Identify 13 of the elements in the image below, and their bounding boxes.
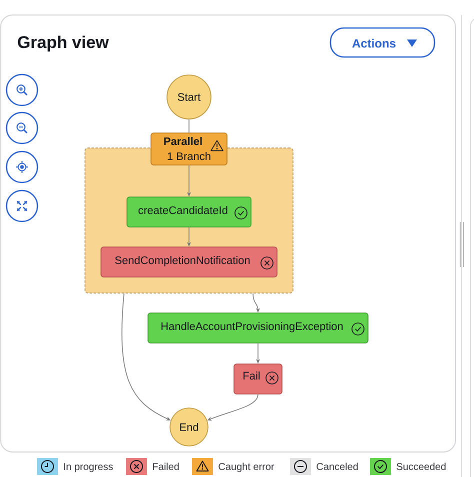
legend-label: Canceled xyxy=(316,462,358,470)
task-box: createCandidateId xyxy=(126,196,252,228)
legend-label: Failed xyxy=(153,462,179,470)
connector-line xyxy=(188,119,190,133)
parallel-state-box: Parallel 1 Branch xyxy=(150,132,228,166)
task-box: SendCompletionNotification xyxy=(100,246,278,278)
legend-label: Succeeded xyxy=(396,462,446,470)
legend-label: In progress xyxy=(64,463,113,472)
legend-label: Caught error xyxy=(218,462,274,472)
actions-button: Actions xyxy=(330,27,436,58)
fail-state-box: Fail xyxy=(234,364,282,394)
title: Graph view xyxy=(18,36,109,52)
task-box: HandleAccountProvisioningException xyxy=(148,312,368,344)
